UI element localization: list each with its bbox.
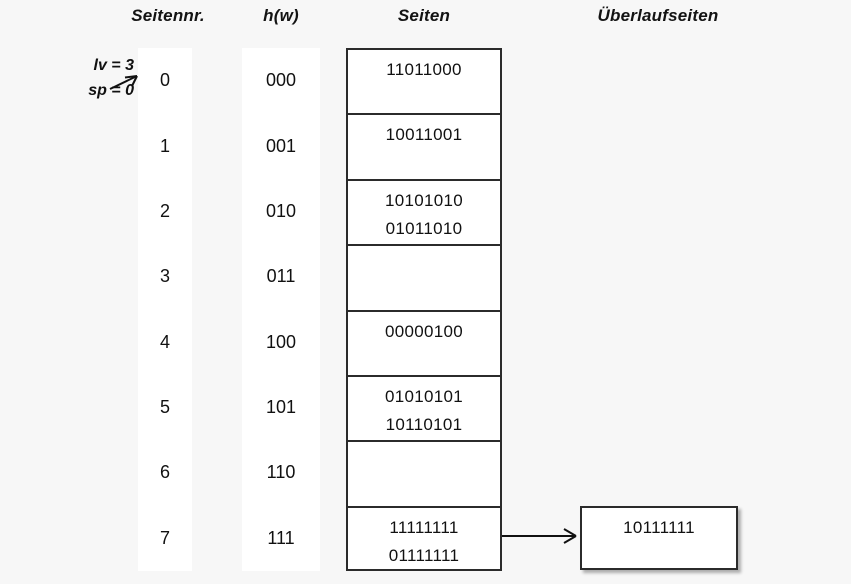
seiten-cell: 00000100 [348, 312, 500, 377]
hw-cell: 011 [266, 266, 296, 287]
overflow-page-box: 10111111 [580, 506, 738, 570]
seiten-cell [348, 442, 500, 508]
seiten-entry: 01010101 [384, 386, 464, 406]
column-header-ueberlaufseiten: Überlaufseiten [597, 6, 719, 25]
hw-column: 000 001 010 011 100 101 110 111 [242, 48, 320, 571]
seitennr-cell: 6 [159, 462, 170, 483]
seiten-entry: 11011000 [386, 60, 462, 79]
column-header-hw: h(w) [263, 6, 299, 25]
seitennr-cell: 5 [159, 397, 170, 418]
column-header-seitennr: Seitennr. [131, 6, 205, 25]
seiten-entry: 10011001 [385, 125, 463, 145]
seitennr-cell: 1 [159, 135, 170, 156]
arrow-right-icon [502, 528, 577, 544]
seiten-entry: 00000100 [384, 321, 464, 341]
hw-cell: 110 [266, 462, 296, 483]
seiten-cell [348, 246, 500, 312]
seiten-entry: 10110101 [385, 414, 463, 434]
hw-cell: 001 [265, 135, 297, 156]
sp-label: sp = 0 [88, 82, 134, 99]
hw-cell: 101 [265, 397, 297, 418]
seiten-cell: 10011001 [348, 115, 500, 181]
hw-cell: 010 [265, 200, 297, 221]
arrow-right-icon [109, 75, 138, 90]
level-split-annotation: lv = 3 sp = 0 [42, 53, 134, 103]
seiten-entry: 01011010 [385, 218, 463, 238]
seiten-column: 11011000 10011001 10101010 01011010 00000100… [346, 48, 502, 571]
hw-cell: 100 [265, 331, 297, 352]
overflow-page-value: 10111111 [623, 518, 695, 537]
seitennr-cell: 2 [159, 200, 170, 221]
seiten-entry: 10101010 [384, 190, 464, 210]
seiten-entry: 11111111 [389, 517, 459, 537]
seitennr-cell: 0 [159, 70, 170, 91]
seitennr-cell: 7 [159, 527, 170, 548]
seiten-cell: 01010101 10110101 [348, 377, 500, 443]
column-header-seiten: Seiten [397, 6, 451, 25]
seiten-cell: 11111111 01111111 [348, 508, 500, 573]
seitennr-cell: 3 [159, 266, 170, 287]
seiten-cell: 10101010 01011010 [348, 181, 500, 247]
seiten-cell: 11011000 [348, 50, 500, 116]
hw-cell: 000 [265, 70, 297, 91]
seitennr-column: 0 1 2 3 4 5 6 7 [138, 48, 192, 571]
hw-cell: 111 [267, 527, 295, 548]
lv-label: lv = 3 [93, 57, 134, 74]
seitennr-cell: 4 [159, 331, 170, 352]
seiten-entry: 01111111 [388, 545, 460, 565]
